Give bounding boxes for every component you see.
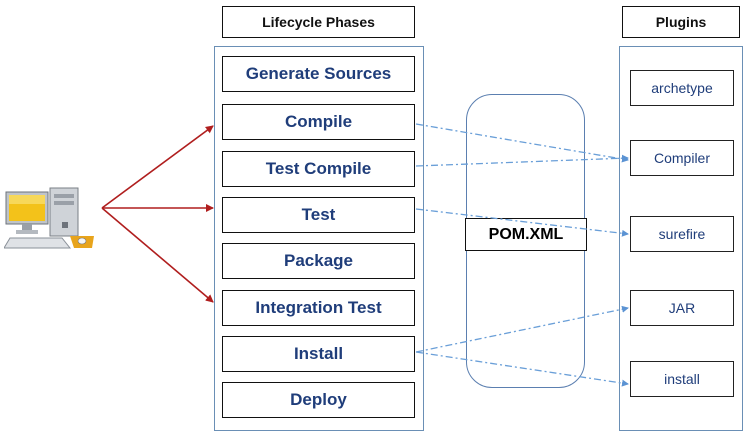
phase-test: Test [222, 197, 415, 233]
plugin-label: JAR [668, 300, 696, 316]
link-install-jar [415, 305, 629, 353]
phase-label: Compile [284, 112, 353, 131]
phase-test-compile: Test Compile [222, 151, 415, 187]
plugin-archetype: archetype [630, 70, 734, 106]
lifecycle-phases-header: Lifecycle Phases [222, 6, 415, 38]
phase-label: Test Compile [265, 159, 372, 178]
phase-label: Package [284, 251, 353, 270]
link-testcompile-compiler [415, 154, 629, 167]
phase-generate-sources: Generate Sources [222, 56, 415, 92]
lifecycle-phases-header-label: Lifecycle Phases [262, 14, 375, 30]
plugin-label: install [664, 371, 700, 387]
phase-label: Install [293, 344, 344, 363]
plugins-header-label: Plugins [655, 14, 707, 30]
link-test-surefire [415, 208, 629, 237]
phase-integration-test: Integration Test [222, 290, 415, 326]
phase-package: Package [222, 243, 415, 279]
plugin-label: archetype [651, 80, 713, 96]
plugins-header: Plugins [622, 6, 740, 38]
link-compile-compiler [415, 123, 629, 163]
arrow-to-integration-test [101, 207, 214, 303]
phase-label: Deploy [290, 390, 347, 409]
phase-compile: Compile [222, 104, 415, 140]
pom-xml-text: POM.XML [488, 225, 564, 243]
link-install-install [415, 351, 629, 387]
plugin-compiler: Compiler [630, 140, 734, 176]
phase-install: Install [222, 336, 415, 372]
plugin-install: install [630, 361, 734, 397]
plugin-label: surefire [658, 226, 706, 242]
plugin-surefire: surefire [630, 216, 734, 252]
phase-label: Generate Sources [245, 64, 392, 83]
computer-icon [4, 187, 94, 249]
phase-label: Test [301, 205, 336, 224]
phase-deploy: Deploy [222, 382, 415, 418]
phase-label: Integration Test [255, 298, 382, 317]
pom-xml-label: POM.XML [465, 218, 587, 251]
plugin-label: Compiler [653, 150, 710, 166]
plugin-jar: JAR [630, 290, 734, 326]
arrow-to-compile [101, 125, 214, 209]
